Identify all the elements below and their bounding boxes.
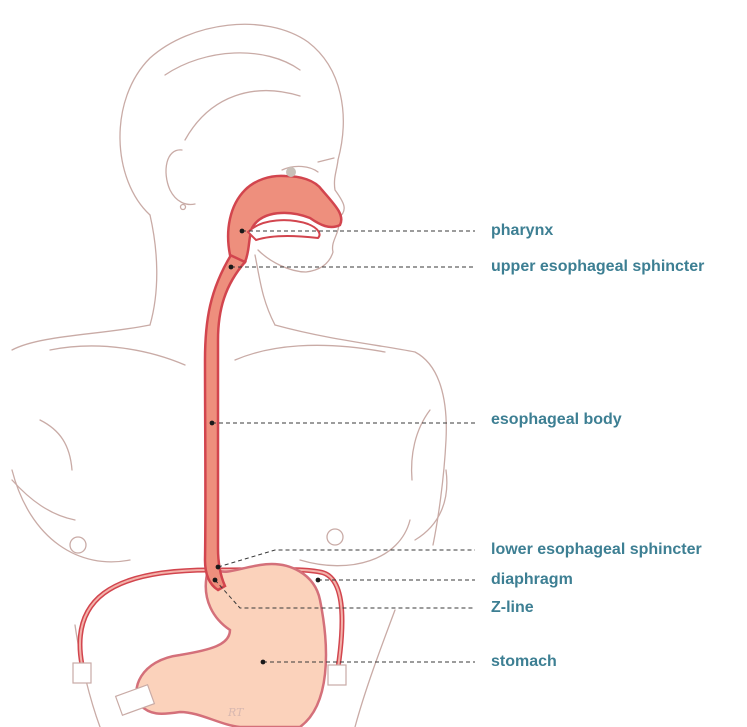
- esophagus: [205, 167, 341, 590]
- label-diaphragm: diaphragm: [491, 571, 573, 589]
- label-esophageal-body: esophageal body: [491, 411, 622, 429]
- label-pharynx: pharynx: [491, 222, 553, 240]
- artist-signature: RT: [228, 706, 243, 719]
- label-stomach: stomach: [491, 653, 557, 671]
- label-z-line: Z-line: [491, 599, 534, 617]
- label-upper-esophageal-sphincter: upper esophageal sphincter: [491, 258, 704, 276]
- label-lower-esophageal-sphincter: lower esophageal sphincter: [491, 541, 702, 559]
